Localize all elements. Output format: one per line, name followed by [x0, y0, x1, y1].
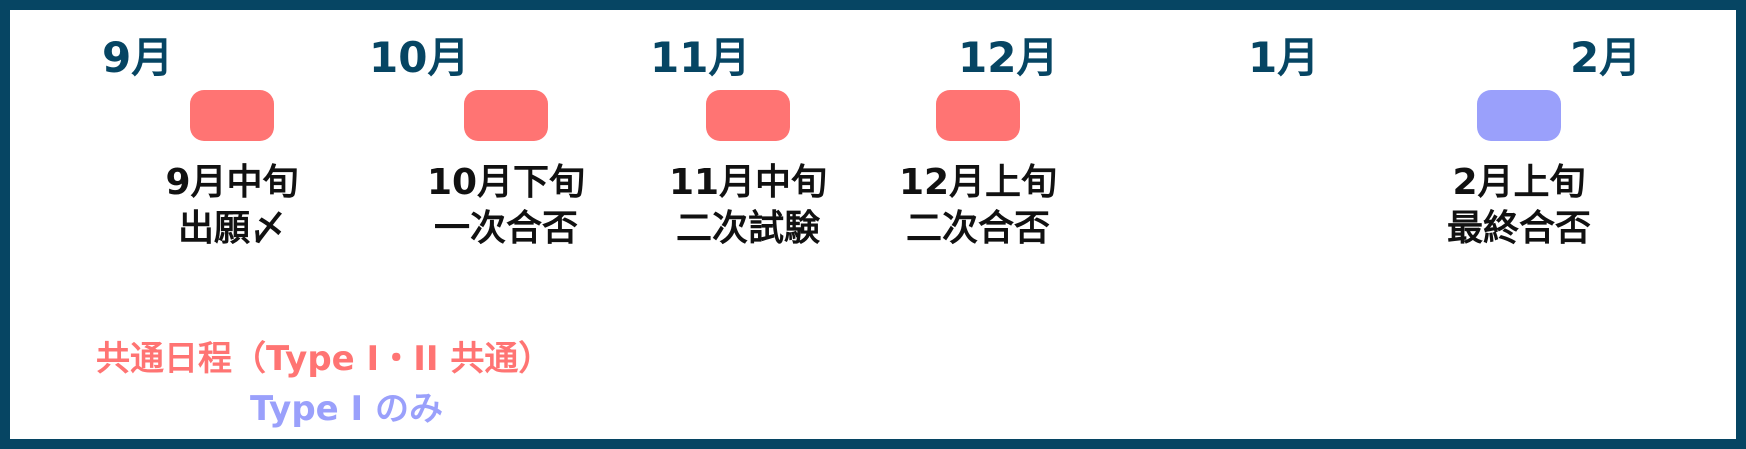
event-label-september: 9月中旬 出願〆 [122, 160, 342, 252]
legend-type-i-only: Type I のみ [250, 389, 444, 429]
event-date: 9月中旬 [165, 162, 299, 203]
event-marker-november [706, 90, 790, 141]
event-label-november: 11月中旬 二次試験 [638, 160, 858, 252]
event-date: 2月上旬 [1452, 162, 1586, 203]
event-date: 10月下旬 [426, 162, 586, 203]
month-january: 1月 [1248, 33, 1320, 82]
event-marker-september [190, 90, 274, 141]
event-marker-december [936, 90, 1020, 141]
event-label-february: 2月上旬 最終合否 [1409, 160, 1629, 252]
event-description: 一次合否 [433, 208, 578, 249]
event-date: 11月中旬 [668, 162, 828, 203]
event-label-october: 10月下旬 一次合否 [396, 160, 616, 252]
month-september: 9月 [102, 33, 174, 82]
event-description: 二次合否 [905, 208, 1050, 249]
month-december: 12月 [958, 33, 1059, 82]
event-description: 二次試験 [675, 208, 820, 249]
month-february: 2月 [1570, 33, 1642, 82]
event-description: 出願〆 [177, 208, 286, 249]
event-date: 12月上旬 [898, 162, 1058, 203]
event-marker-february [1477, 90, 1561, 141]
event-description: 最終合否 [1446, 208, 1591, 249]
legend-common-schedule: 共通日程（Type I・II 共通） [96, 339, 553, 379]
event-label-december: 12月上旬 二次合否 [868, 160, 1088, 252]
month-november: 11月 [650, 33, 751, 82]
month-october: 10月 [369, 33, 470, 82]
event-marker-october [464, 90, 548, 141]
